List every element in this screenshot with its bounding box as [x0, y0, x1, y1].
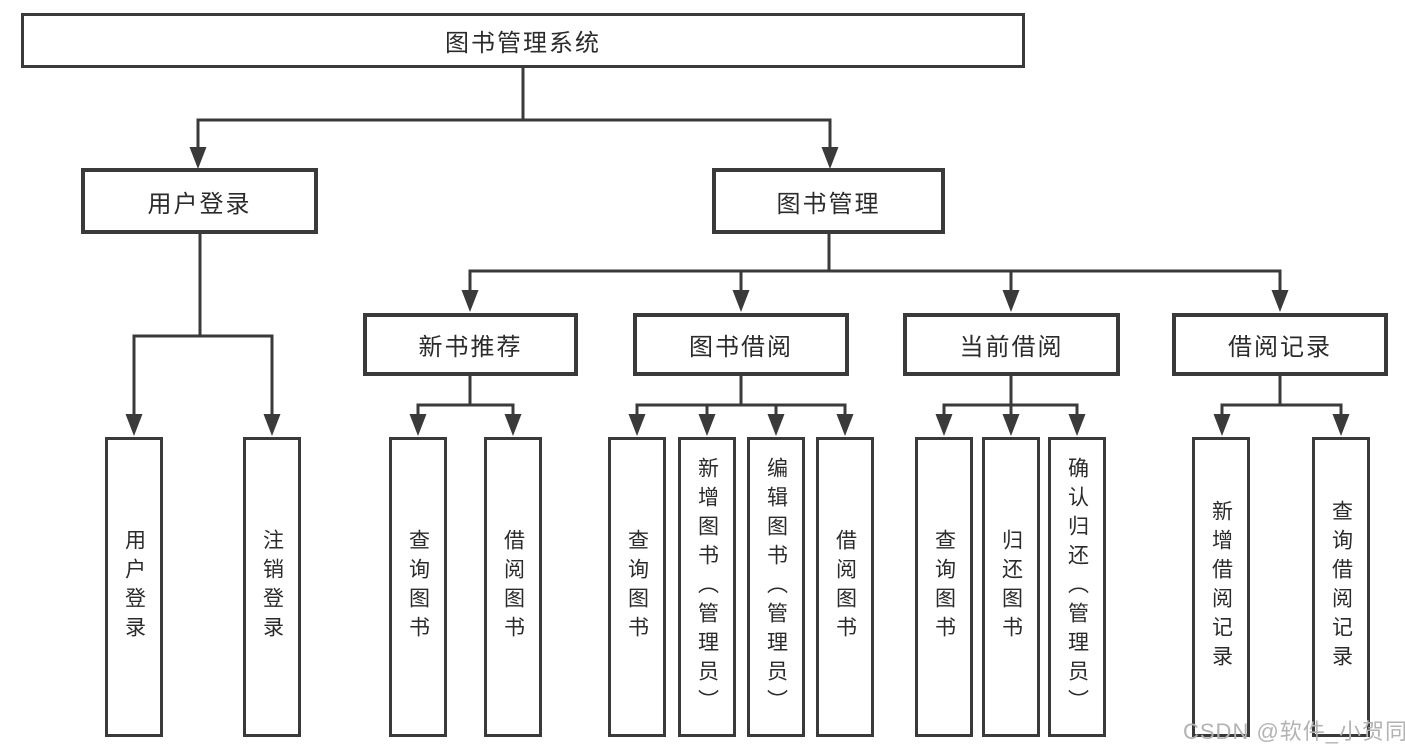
leaf-search-book-2-label: 查询图书: [625, 529, 649, 645]
leaf-search-borrow-record-label: 查询借阅记录: [1329, 500, 1353, 674]
connector-new-book-to-leaves: [409, 376, 522, 436]
node-root-system: 图书管理系统: [21, 13, 1025, 68]
node-user-login-label: 用户登录: [147, 190, 252, 218]
leaf-confirm-return-admin: 确认归还（管理员）: [1048, 437, 1106, 737]
node-book-management-label: 图书管理: [776, 190, 881, 218]
leaf-borrow-book-2: 借阅图书: [816, 437, 874, 737]
node-current-borrowing-label: 当前借阅: [959, 334, 1064, 361]
leaf-logout: 注销登录: [243, 437, 301, 737]
connector-borrowing-records-to-leaves: [1213, 376, 1350, 436]
csdn-watermark: CSDN @软件_小贺同学: [1183, 719, 1405, 744]
leaf-add-book-admin: 新增图书（管理员）: [678, 437, 736, 737]
node-current-borrowing: 当前借阅: [903, 313, 1120, 376]
leaf-borrow-book-1: 借阅图书: [484, 437, 542, 737]
leaf-add-borrow-record-label: 新增借阅记录: [1209, 500, 1233, 674]
leaf-search-book-3: 查询图书: [915, 437, 973, 737]
connector-book-borrowing-to-leaves: [628, 376, 854, 436]
connector-root-to-level2: [189, 68, 839, 169]
connector-book-management-to-level3: [461, 232, 1289, 312]
leaf-edit-book-admin: 编辑图书（管理员）: [747, 437, 805, 737]
leaf-logout-label: 注销登录: [260, 529, 284, 645]
leaf-search-book-2: 查询图书: [608, 437, 666, 737]
leaf-confirm-return-admin-label: 确认归还（管理员）: [1065, 456, 1089, 718]
node-root-label: 图书管理系统: [445, 30, 601, 57]
leaf-return-book-label: 归还图书: [999, 529, 1023, 645]
node-new-book-recommend: 新书推荐: [363, 313, 578, 376]
node-new-book-recommend-label: 新书推荐: [418, 334, 523, 361]
leaf-edit-book-admin-label: 编辑图书（管理员）: [764, 456, 788, 718]
node-borrowing-records: 借阅记录: [1172, 313, 1388, 376]
node-borrowing-records-label: 借阅记录: [1228, 334, 1332, 361]
leaf-user-login: 用户登录: [105, 437, 163, 737]
leaf-search-book-1-label: 查询图书: [406, 529, 430, 645]
node-book-management: 图书管理: [712, 168, 945, 234]
leaf-borrow-book-2-label: 借阅图书: [833, 529, 857, 645]
node-book-borrowing: 图书借阅: [633, 313, 849, 376]
leaf-search-borrow-record: 查询借阅记录: [1312, 437, 1370, 737]
leaf-add-book-admin-label: 新增图书（管理员）: [695, 456, 719, 718]
leaf-borrow-book-1-label: 借阅图书: [501, 529, 525, 645]
leaf-search-book-3-label: 查询图书: [932, 529, 956, 645]
leaf-user-login-label: 用户登录: [122, 529, 146, 645]
leaf-search-book-1: 查询图书: [389, 437, 447, 737]
node-book-borrowing-label: 图书借阅: [689, 334, 793, 361]
connector-current-borrowing-to-leaves: [935, 376, 1086, 436]
leaf-add-borrow-record: 新增借阅记录: [1192, 437, 1250, 737]
node-user-login: 用户登录: [81, 168, 318, 234]
leaf-return-book: 归还图书: [982, 437, 1040, 737]
connector-user-login-to-leaves: [125, 234, 281, 436]
